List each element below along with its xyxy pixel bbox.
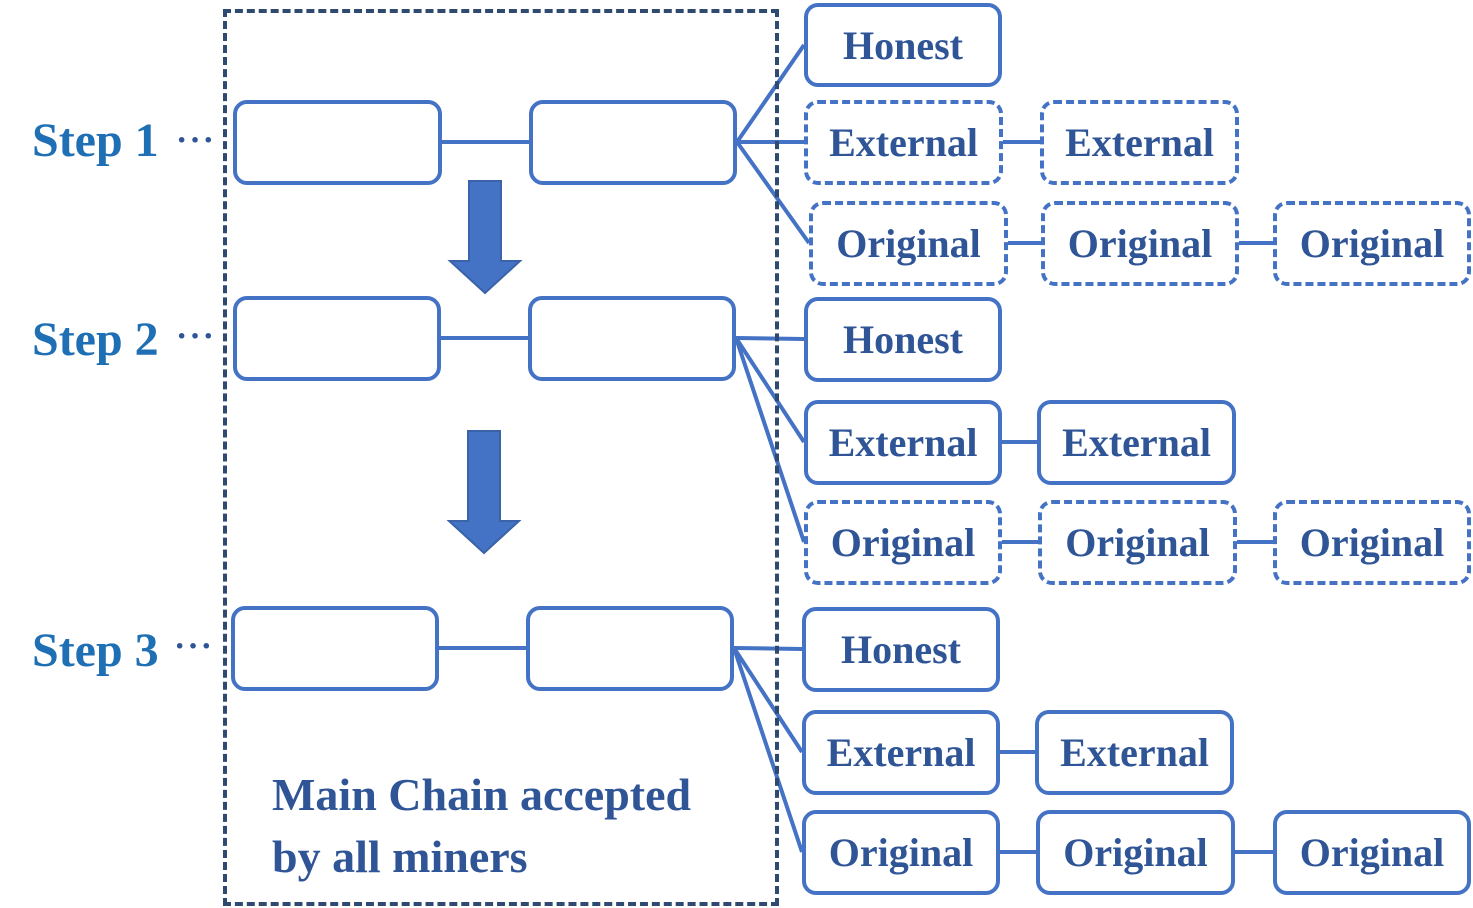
original-block-step2-3: Original — [1273, 500, 1471, 585]
main-chain-caption-line2: by all miners — [272, 831, 528, 882]
honest-block-step2: Honest — [804, 297, 1002, 382]
step-2-label: Step 2 — [32, 313, 159, 366]
external-block-step3-2: External — [1035, 710, 1234, 795]
down-arrow-step2-to-step3 — [446, 430, 522, 555]
fork-line-original-step2 — [734, 337, 806, 543]
step-2-ellipsis: ··· — [176, 318, 217, 355]
down-arrow-step1-to-step2 — [447, 180, 523, 295]
fork-line-external-step2 — [734, 336, 806, 444]
main-chain-block-step2-b — [528, 296, 736, 381]
main-chain-block-step3-b — [526, 606, 734, 691]
original-block-step2-2: Original — [1038, 500, 1237, 585]
step-1-ellipsis: ··· — [176, 122, 217, 159]
external-block-step1-1: External — [804, 100, 1003, 185]
external-block-step3-1: External — [802, 710, 1000, 795]
fork-line-external-step3 — [732, 646, 804, 754]
step-3-ellipsis: ··· — [174, 628, 215, 665]
external-block-step2-1: External — [804, 400, 1002, 485]
external-block-step2-2: External — [1037, 400, 1236, 485]
original-block-step2-1: Original — [804, 500, 1002, 585]
original-block-step3-3: Original — [1273, 810, 1471, 895]
step-1-label: Step 1 — [32, 114, 159, 167]
main-chain-region — [223, 9, 779, 906]
fork-line-honest-step3 — [733, 646, 803, 651]
main-chain-caption-line1: Main Chain accepted — [272, 769, 692, 820]
fork-line-honest-step2 — [735, 336, 805, 341]
honest-block-step3: Honest — [802, 607, 1000, 692]
main-chain-block-step2-a — [233, 296, 441, 381]
original-block-step1-2: Original — [1041, 201, 1239, 286]
original-block-step3-2: Original — [1036, 810, 1235, 895]
connector-lines — [439, 43, 1273, 854]
main-chain-block-step1-a — [233, 100, 442, 185]
fork-line-honest-step1 — [735, 43, 806, 144]
original-block-step3-1: Original — [802, 810, 1000, 895]
external-block-step1-2: External — [1040, 100, 1239, 185]
original-block-step1-3: Original — [1273, 201, 1471, 286]
main-chain-block-step3-a — [231, 606, 439, 691]
main-chain-block-step1-b — [529, 100, 737, 185]
main-chain-caption: Main Chain accepted by all miners — [272, 764, 691, 888]
fork-line-original-step3 — [732, 647, 804, 853]
honest-block-step1: Honest — [804, 3, 1002, 87]
down-arrows — [446, 180, 523, 555]
step-3-label: Step 3 — [32, 624, 159, 677]
original-block-step1-1: Original — [809, 201, 1008, 286]
fork-line-original-step1 — [735, 140, 811, 245]
